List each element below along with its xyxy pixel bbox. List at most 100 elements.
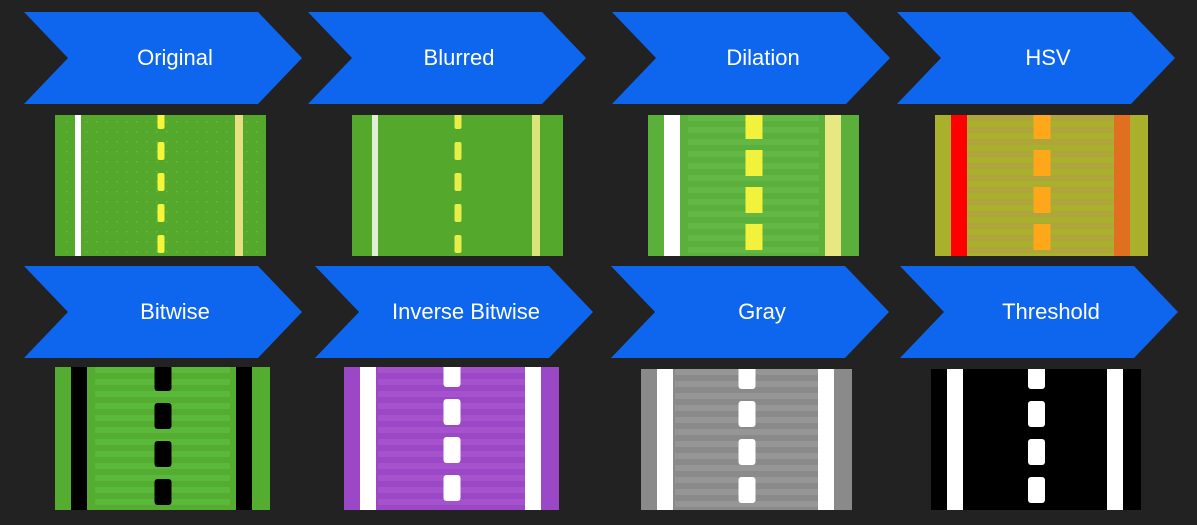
texture-dot bbox=[226, 121, 228, 123]
center-dash bbox=[157, 115, 165, 129]
texture-dot bbox=[116, 121, 118, 123]
texture-dot bbox=[96, 131, 98, 133]
texture-dot bbox=[96, 161, 98, 163]
texture-dot bbox=[216, 211, 218, 213]
texture-dot bbox=[226, 171, 228, 173]
texture-dot bbox=[66, 211, 68, 213]
texture-dot bbox=[166, 241, 168, 243]
texture-dot bbox=[206, 211, 208, 213]
texture-dot bbox=[196, 231, 198, 233]
texture-dot bbox=[136, 161, 138, 163]
right-yellow-line bbox=[235, 115, 243, 256]
texture-dot bbox=[176, 201, 178, 203]
texture-dot bbox=[96, 241, 98, 243]
chevron-threshold bbox=[900, 266, 1180, 358]
texture-dot bbox=[166, 151, 168, 153]
texture-dot bbox=[256, 231, 258, 233]
texture-dot bbox=[216, 191, 218, 193]
texture-dot bbox=[86, 231, 88, 233]
texture-dot bbox=[126, 171, 128, 173]
texture-dot bbox=[176, 231, 178, 233]
texture-band bbox=[675, 393, 818, 399]
center-dash bbox=[443, 367, 461, 387]
texture-dot bbox=[206, 121, 208, 123]
chevron-hsv bbox=[897, 12, 1177, 104]
texture-dot bbox=[116, 201, 118, 203]
texture-dot bbox=[156, 171, 158, 173]
texture-dot bbox=[196, 121, 198, 123]
texture-dot bbox=[246, 141, 248, 143]
texture-dot bbox=[126, 201, 128, 203]
chevron-shape bbox=[611, 266, 889, 358]
texture-dot bbox=[256, 131, 258, 133]
texture-dot bbox=[146, 221, 148, 223]
texture-dot bbox=[176, 181, 178, 183]
texture-dot bbox=[226, 201, 228, 203]
texture-dot bbox=[206, 161, 208, 163]
texture-dot bbox=[86, 191, 88, 193]
texture-dot bbox=[216, 171, 218, 173]
texture-dot bbox=[136, 151, 138, 153]
right-white-line bbox=[1107, 369, 1123, 510]
texture-dot bbox=[226, 131, 228, 133]
texture-dot bbox=[246, 221, 248, 223]
center-dash bbox=[745, 150, 763, 176]
texture-dot bbox=[186, 121, 188, 123]
texture-dot bbox=[86, 141, 88, 143]
texture-dot bbox=[86, 151, 88, 153]
texture-dot bbox=[66, 181, 68, 183]
texture-dot bbox=[246, 181, 248, 183]
road-image-blurred bbox=[352, 115, 563, 256]
step-label-dilation: Dilation bbox=[726, 45, 800, 70]
center-dash bbox=[154, 441, 172, 467]
step-blurred: Blurred bbox=[308, 12, 588, 262]
texture-dot bbox=[126, 191, 128, 193]
texture-dot bbox=[136, 251, 138, 253]
texture-dot bbox=[186, 201, 188, 203]
texture-dot bbox=[66, 171, 68, 173]
texture-dot bbox=[106, 171, 108, 173]
chevron-blurred bbox=[308, 12, 588, 104]
center-dash bbox=[738, 401, 756, 427]
texture-dot bbox=[256, 161, 258, 163]
texture-band bbox=[688, 211, 819, 217]
texture-dot bbox=[256, 171, 258, 173]
texture-dot bbox=[146, 231, 148, 233]
texture-dot bbox=[96, 121, 98, 123]
center-dash bbox=[157, 142, 165, 160]
chevron-inverse-bitwise bbox=[315, 266, 595, 358]
road-image-bitwise bbox=[55, 367, 270, 510]
chevron-shape bbox=[315, 266, 593, 358]
texture-dot bbox=[196, 191, 198, 193]
texture-dot bbox=[246, 161, 248, 163]
texture-dot bbox=[146, 211, 148, 213]
center-dash bbox=[738, 477, 756, 503]
texture-dot bbox=[86, 171, 88, 173]
texture-dot bbox=[136, 211, 138, 213]
texture-dot bbox=[186, 211, 188, 213]
center-dash bbox=[1028, 369, 1045, 389]
right-yellow-line bbox=[532, 115, 540, 256]
texture-band bbox=[965, 211, 1118, 217]
road-svg bbox=[352, 115, 563, 256]
texture-dot bbox=[116, 191, 118, 193]
texture-dot bbox=[66, 241, 68, 243]
texture-dot bbox=[186, 251, 188, 253]
texture-dot bbox=[186, 191, 188, 193]
texture-dot bbox=[156, 151, 158, 153]
texture-dot bbox=[126, 251, 128, 253]
center-dash bbox=[454, 235, 462, 253]
texture-dot bbox=[86, 181, 88, 183]
texture-dot bbox=[136, 241, 138, 243]
texture-dot bbox=[66, 161, 68, 163]
center-dash bbox=[157, 204, 165, 222]
texture-dot bbox=[226, 221, 228, 223]
right-yellow-line bbox=[825, 115, 841, 256]
center-dash bbox=[443, 475, 461, 501]
texture-dot bbox=[156, 231, 158, 233]
center-dash bbox=[157, 173, 165, 191]
texture-dot bbox=[66, 151, 68, 153]
texture-dot bbox=[146, 151, 148, 153]
texture-dot bbox=[216, 161, 218, 163]
